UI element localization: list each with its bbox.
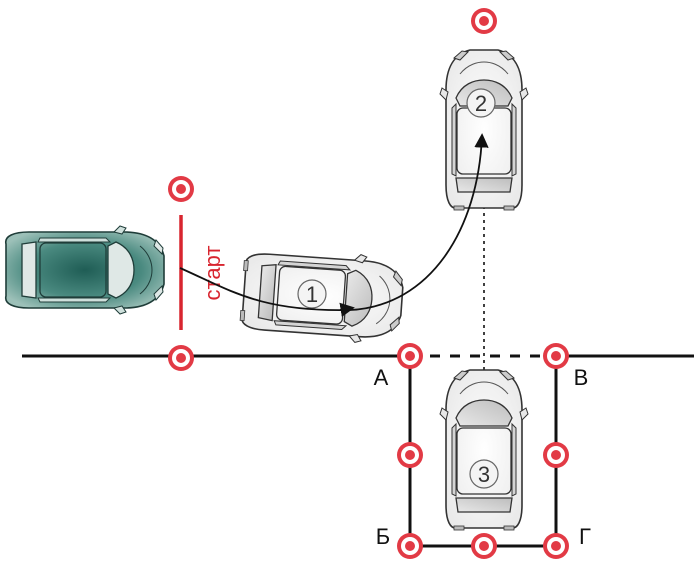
car-1-number-badge	[297, 279, 327, 309]
forward-path-arrow	[179, 133, 489, 311]
car-2-number-badge	[466, 88, 496, 118]
cone-marker-icon	[397, 343, 423, 369]
car-position-3	[439, 369, 529, 531]
car-position-2	[439, 49, 529, 211]
cone-marker-icon	[168, 176, 194, 202]
corner-label-b: Б	[376, 524, 390, 549]
car-3-number-badge	[469, 459, 499, 489]
car-3-number: 3	[478, 462, 490, 487]
start-label: старт	[200, 246, 225, 301]
start-car	[4, 225, 165, 315]
corner-label-a: А	[374, 365, 389, 390]
cone-marker-icon	[471, 8, 497, 34]
cone-marker-icon	[471, 533, 497, 559]
cone-marker-icon	[397, 442, 423, 468]
corner-label-g: Г	[579, 524, 591, 549]
cone-marker-icon	[543, 442, 569, 468]
cone-marker-icon	[397, 533, 423, 559]
cone-marker-icon	[168, 345, 194, 371]
car-2-number: 2	[475, 91, 487, 116]
cone-marker-icon	[543, 343, 569, 369]
corner-label-v: В	[574, 365, 589, 390]
cone-marker-icon	[543, 533, 569, 559]
path-mid-arrow	[339, 302, 355, 317]
car-1-number: 1	[306, 282, 318, 307]
